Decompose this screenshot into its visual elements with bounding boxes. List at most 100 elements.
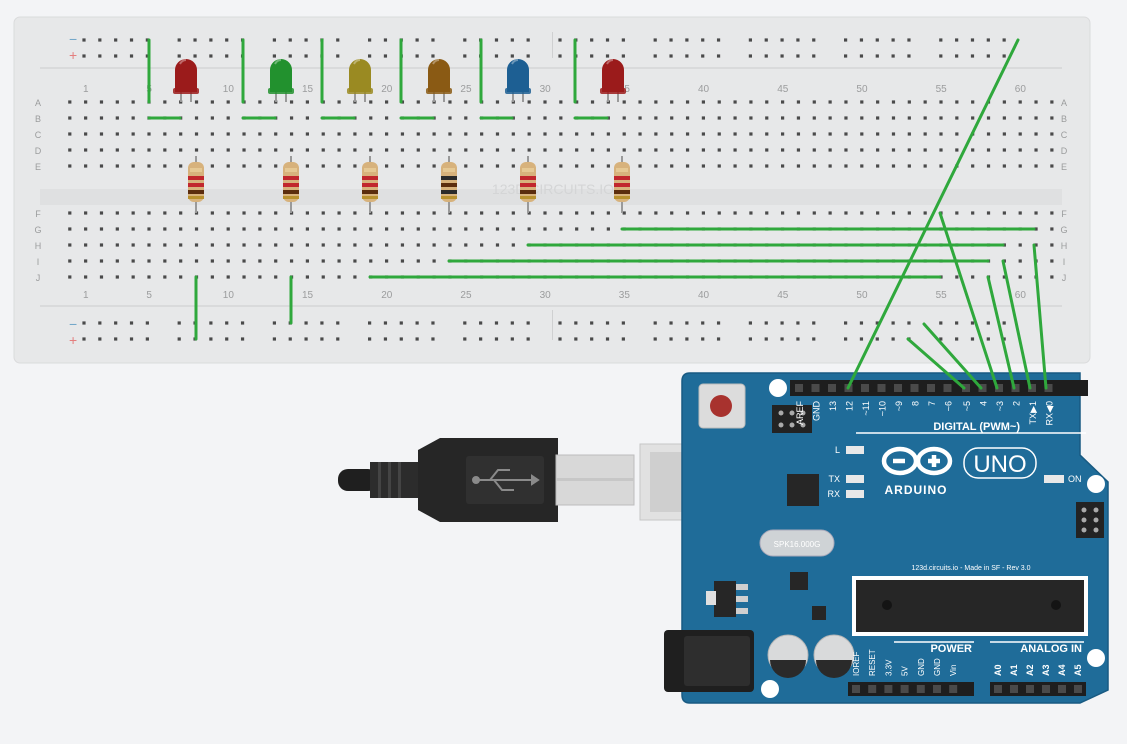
- hole[interactable]: [955, 321, 959, 325]
- hole[interactable]: [321, 243, 325, 247]
- hole[interactable]: [464, 116, 468, 120]
- hole[interactable]: [733, 132, 737, 136]
- hole[interactable]: [844, 321, 848, 325]
- hole[interactable]: [1002, 100, 1006, 104]
- hole[interactable]: [431, 54, 435, 58]
- hole[interactable]: [526, 321, 530, 325]
- hole[interactable]: [321, 259, 325, 263]
- hole[interactable]: [305, 275, 309, 279]
- hole[interactable]: [305, 116, 309, 120]
- hole[interactable]: [1034, 211, 1038, 215]
- hole[interactable]: [780, 337, 784, 341]
- hole[interactable]: [764, 38, 768, 42]
- hole[interactable]: [765, 132, 769, 136]
- hole[interactable]: [385, 148, 389, 152]
- hole[interactable]: [939, 321, 943, 325]
- hole[interactable]: [131, 259, 135, 263]
- hole[interactable]: [494, 337, 499, 341]
- hole[interactable]: [68, 116, 72, 120]
- hole[interactable]: [590, 211, 595, 215]
- hole[interactable]: [416, 132, 420, 136]
- led-red[interactable]: [173, 59, 199, 102]
- hole[interactable]: [971, 275, 975, 279]
- hole[interactable]: [907, 116, 911, 120]
- hole[interactable]: [701, 148, 705, 152]
- hole[interactable]: [828, 211, 832, 215]
- hole[interactable]: [68, 132, 72, 136]
- hole[interactable]: [574, 321, 578, 325]
- hole[interactable]: [480, 227, 484, 231]
- hole[interactable]: [685, 100, 690, 104]
- hole[interactable]: [907, 164, 911, 168]
- hole[interactable]: [337, 164, 341, 168]
- hole[interactable]: [860, 116, 864, 120]
- hole[interactable]: [242, 275, 246, 279]
- hole[interactable]: [685, 164, 690, 168]
- hole[interactable]: [575, 100, 579, 104]
- hole[interactable]: [875, 337, 879, 341]
- hole[interactable]: [163, 243, 167, 247]
- hole[interactable]: [463, 337, 467, 341]
- hole[interactable]: [242, 164, 246, 168]
- hole[interactable]: [479, 321, 483, 325]
- hole[interactable]: [320, 321, 324, 325]
- hole[interactable]: [99, 243, 104, 247]
- hole[interactable]: [590, 164, 595, 168]
- hole[interactable]: [274, 259, 278, 263]
- hole[interactable]: [986, 116, 991, 120]
- hole[interactable]: [1050, 132, 1054, 136]
- resistor[interactable]: [520, 156, 536, 213]
- hole[interactable]: [274, 164, 278, 168]
- pin-socket[interactable]: [868, 685, 877, 693]
- hole[interactable]: [337, 148, 341, 152]
- pin-socket[interactable]: [877, 384, 886, 392]
- hole[interactable]: [1050, 148, 1054, 152]
- hole[interactable]: [559, 227, 563, 231]
- hole[interactable]: [82, 54, 86, 58]
- hole[interactable]: [590, 54, 594, 58]
- hole[interactable]: [812, 164, 816, 168]
- hole[interactable]: [812, 38, 816, 42]
- hole[interactable]: [606, 211, 610, 215]
- hole[interactable]: [875, 321, 879, 325]
- hole[interactable]: [939, 148, 943, 152]
- hole[interactable]: [415, 321, 419, 325]
- hole[interactable]: [258, 164, 262, 168]
- pin-socket[interactable]: [994, 685, 1002, 693]
- hole[interactable]: [781, 116, 785, 120]
- hole[interactable]: [781, 100, 785, 104]
- hole[interactable]: [115, 211, 119, 215]
- hole[interactable]: [147, 148, 151, 152]
- hole[interactable]: [511, 132, 515, 136]
- hole[interactable]: [749, 148, 753, 152]
- hole[interactable]: [226, 116, 230, 120]
- pin-socket[interactable]: [828, 384, 836, 392]
- resistor[interactable]: [362, 156, 378, 213]
- hole[interactable]: [336, 337, 340, 341]
- hole[interactable]: [526, 337, 530, 341]
- hole[interactable]: [226, 243, 230, 247]
- pin-socket[interactable]: [861, 384, 869, 392]
- hole[interactable]: [145, 321, 149, 325]
- hole[interactable]: [955, 132, 959, 136]
- hole[interactable]: [274, 275, 278, 279]
- pin-socket[interactable]: [1044, 384, 1053, 392]
- hole[interactable]: [716, 38, 721, 42]
- hole[interactable]: [147, 211, 151, 215]
- hole[interactable]: [907, 54, 911, 58]
- hole[interactable]: [638, 164, 642, 168]
- hole[interactable]: [510, 321, 514, 325]
- hole[interactable]: [796, 211, 801, 215]
- hole[interactable]: [304, 337, 308, 341]
- hole[interactable]: [431, 38, 435, 42]
- hole[interactable]: [210, 243, 214, 247]
- hole[interactable]: [163, 259, 167, 263]
- hole[interactable]: [654, 211, 658, 215]
- hole[interactable]: [765, 148, 769, 152]
- hole[interactable]: [844, 337, 848, 341]
- hole[interactable]: [385, 227, 389, 231]
- hole[interactable]: [448, 243, 452, 247]
- hole[interactable]: [876, 100, 880, 104]
- hole[interactable]: [621, 38, 625, 42]
- hole[interactable]: [131, 211, 135, 215]
